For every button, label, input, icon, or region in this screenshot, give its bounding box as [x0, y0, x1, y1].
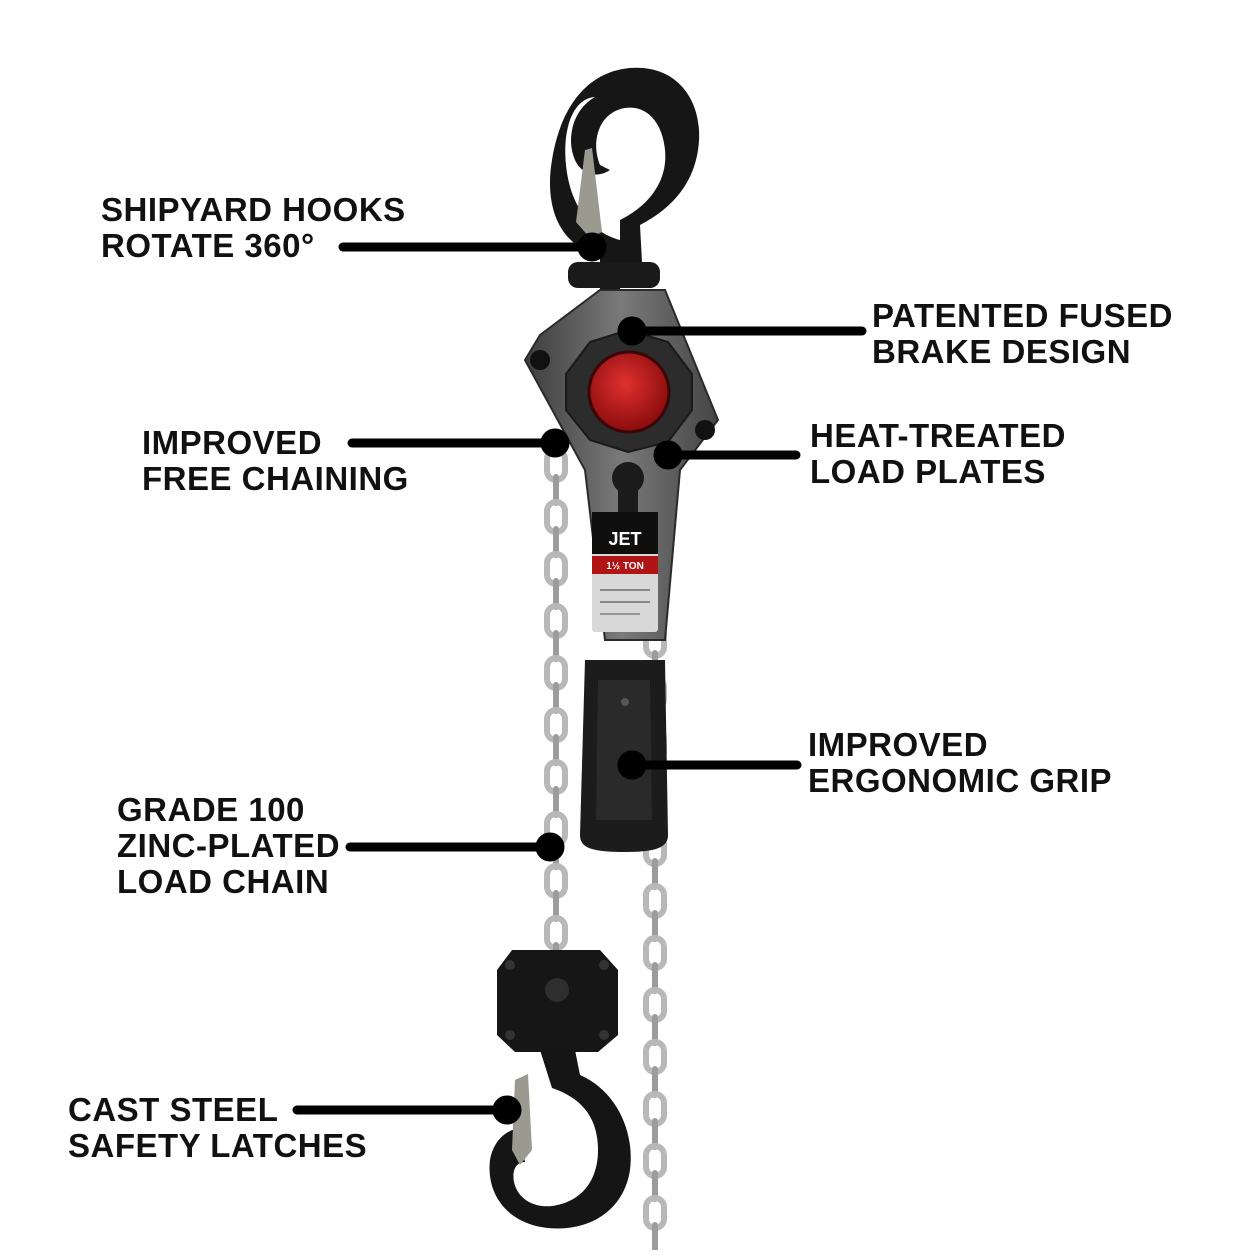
chain-link [652, 1170, 658, 1202]
callout-plates-line2: LOAD PLATES [810, 453, 1046, 490]
chain-link [553, 630, 559, 662]
chain-link [652, 1222, 658, 1254]
bottom-hook-icon [489, 1050, 631, 1229]
bottom-latch-icon [512, 1074, 532, 1165]
leader-latches-dot [492, 1095, 522, 1125]
callout-hooks-line2: ROTATE 360° [101, 227, 315, 264]
callout-grip-line2: ERGONOMIC GRIP [808, 762, 1113, 799]
leader-chaining-dot [540, 428, 570, 458]
leader-plates-dot [653, 440, 683, 470]
chain-link [652, 962, 658, 994]
brand-label: JET [608, 529, 641, 549]
chain-link [553, 526, 559, 558]
leader-lines [292, 232, 867, 1125]
callout-latches-line2: SAFETY LATCHES [68, 1127, 368, 1164]
callout-hooks: SHIPYARD HOOKS ROTATE 360° [101, 192, 406, 264]
callout-chaining-line2: FREE CHAINING [142, 460, 409, 497]
chain-link [553, 578, 559, 610]
leader-grip-dot [617, 750, 647, 780]
chain-link [553, 682, 559, 714]
callout-chain: GRADE 100 ZINC-PLATED LOAD CHAIN [117, 792, 340, 900]
chain-link [553, 890, 559, 922]
callout-plates-line1: HEAT-TREATED [810, 417, 1066, 454]
callout-grip: IMPROVED ERGONOMIC GRIP [808, 727, 1112, 799]
hoist-body: JET 1½ TON [523, 289, 720, 641]
load-chain-left [544, 447, 568, 974]
callout-plates: HEAT-TREATED LOAD PLATES [810, 418, 1066, 490]
chain-link [652, 910, 658, 942]
callout-hooks-line1: SHIPYARD HOOKS [101, 191, 406, 228]
callout-chain-line3: LOAD CHAIN [117, 863, 330, 900]
leader-chain-dot [535, 832, 565, 862]
callout-grip-line1: IMPROVED [808, 726, 989, 763]
chain-link [652, 1066, 658, 1098]
brake-cap [587, 350, 671, 434]
callout-brake-line2: BRAKE DESIGN [872, 333, 1132, 370]
callout-chaining-line1: IMPROVED [142, 424, 323, 461]
bottom-block [497, 950, 618, 1052]
capacity-label: 1½ TON [606, 561, 644, 572]
callout-brake: PATENTED FUSED BRAKE DESIGN [872, 298, 1173, 370]
callout-chain-line1: GRADE 100 [117, 791, 305, 828]
leader-brake-dot [617, 316, 647, 346]
chain-link [553, 734, 559, 766]
callout-chaining: IMPROVED FREE CHAINING [142, 425, 409, 497]
chain-link [553, 786, 559, 818]
callout-latches: CAST STEEL SAFETY LATCHES [68, 1092, 367, 1164]
chain-link [652, 858, 658, 890]
callout-brake-line1: PATENTED FUSED [872, 297, 1173, 334]
callout-chain-line2: ZINC-PLATED [117, 827, 341, 864]
chain-link [652, 1118, 658, 1150]
top-latch-icon [576, 148, 602, 238]
top-hook-icon [549, 67, 700, 291]
leader-hooks-dot [577, 232, 607, 262]
chain-link [652, 1014, 658, 1046]
chain-link [553, 474, 559, 506]
callout-latches-line1: CAST STEEL [68, 1091, 279, 1128]
